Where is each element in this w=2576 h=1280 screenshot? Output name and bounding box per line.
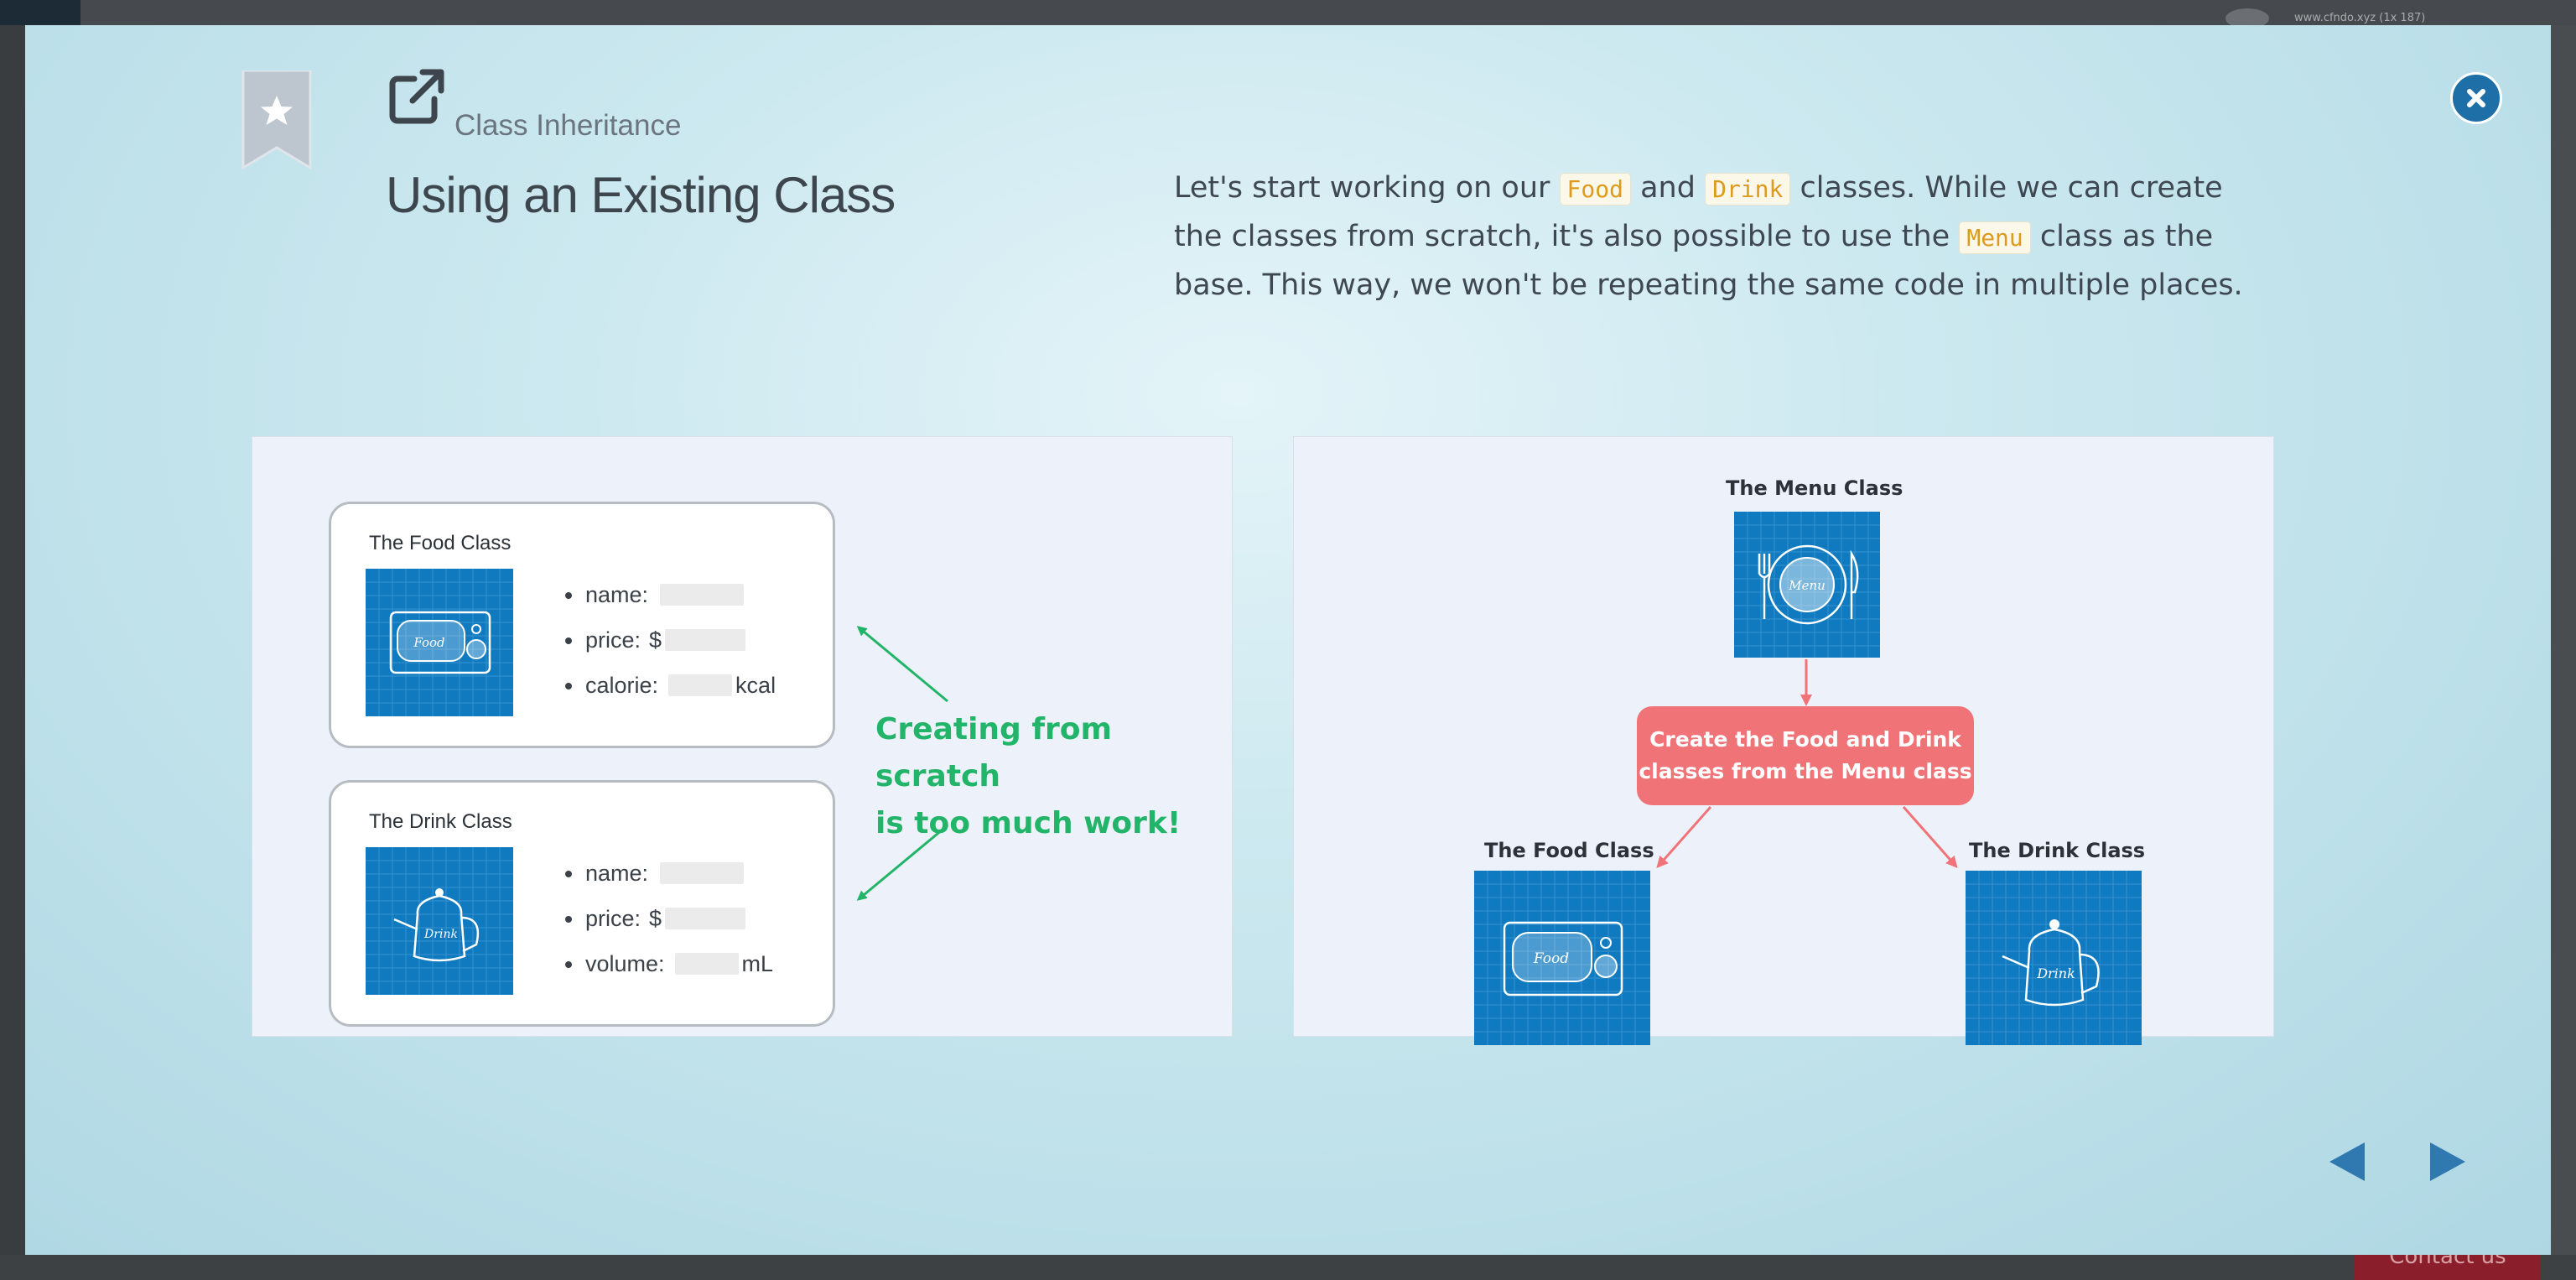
close-icon: [2467, 89, 2485, 107]
prev-slide-button[interactable]: [2324, 1139, 2370, 1184]
list-item: price:$: [565, 896, 773, 941]
background-sidebar: [0, 25, 25, 1280]
breadcrumb: Class Inheritance: [454, 109, 682, 142]
background-bottombar: [0, 1255, 2576, 1280]
food-class-title: The Food Class: [369, 532, 512, 554]
food-tile-right: Food: [1474, 871, 1650, 1045]
blank-field: [665, 908, 746, 929]
blank-field: [668, 674, 733, 696]
code-drink: Drink: [1705, 173, 1791, 206]
menu-class-title: The Menu Class: [1726, 476, 1903, 500]
food-tile: Food: [366, 569, 513, 716]
background-scrollbar: [2549, 25, 2576, 1280]
list-item: name:: [565, 851, 773, 896]
blank-field: [660, 862, 745, 884]
blank-field: [665, 629, 746, 651]
drink-class-title: The Drink Class: [369, 810, 512, 833]
external-link-icon[interactable]: [387, 67, 446, 124]
intro-paragraph: Let's start working on our Food and Drin…: [1174, 164, 2264, 309]
blank-field: [674, 953, 739, 975]
drink-class-title-right: The Drink Class: [1969, 839, 2146, 862]
intro-text: class as the base. This way, we won't be…: [1174, 220, 2243, 302]
drink-props-list: name: price:$ volume:mL: [565, 851, 773, 986]
list-item: volume:mL: [565, 941, 773, 986]
triangle-right-icon: [2430, 1142, 2465, 1181]
plate-icon: Menu: [1734, 512, 1880, 658]
drink-tile-right: Drink: [1966, 871, 2142, 1045]
inherit-explanation-box: Create the Food and Drink classes from t…: [1637, 706, 1974, 805]
close-button[interactable]: [2450, 72, 2502, 124]
bookmark-star-icon[interactable]: [242, 70, 312, 169]
triangle-left-icon: [2329, 1142, 2365, 1181]
background-url-text: www.cfndo.xyz (1x 187): [2294, 12, 2426, 24]
intro-text: classes. While we can create the classes…: [1174, 171, 2223, 253]
intro-text: and: [1630, 171, 1706, 205]
blank-field: [660, 584, 745, 606]
svg-text:Drink: Drink: [2036, 965, 2075, 981]
next-slide-button[interactable]: [2425, 1139, 2470, 1184]
food-class-title-right: The Food Class: [1484, 839, 1654, 862]
intro-text: Let's start working on our: [1174, 171, 1560, 205]
background-topbar: [0, 0, 2576, 25]
drink-tile: Drink: [366, 847, 513, 995]
list-item: calorie:kcal: [565, 663, 776, 708]
microwave-icon: Food: [366, 569, 513, 716]
svg-text:Menu: Menu: [1788, 578, 1826, 593]
svg-text:Drink: Drink: [423, 928, 458, 941]
scratch-note: Creating from scratch is too much work!: [875, 712, 1182, 840]
microwave-icon: Food: [1474, 871, 1650, 1045]
code-food: Food: [1559, 173, 1631, 206]
page-title: Using an Existing Class: [386, 167, 896, 223]
menu-tile: Menu: [1734, 512, 1880, 658]
food-props-list: name: price:$ calorie:kcal: [565, 572, 776, 708]
kettle-icon: Drink: [1966, 871, 2142, 1045]
svg-text:Food: Food: [413, 635, 444, 650]
svg-text:Food: Food: [1533, 950, 1569, 967]
list-item: name:: [565, 572, 776, 617]
list-item: price:$: [565, 617, 776, 663]
code-menu: Menu: [1959, 221, 2031, 254]
kettle-icon: Drink: [366, 847, 513, 995]
